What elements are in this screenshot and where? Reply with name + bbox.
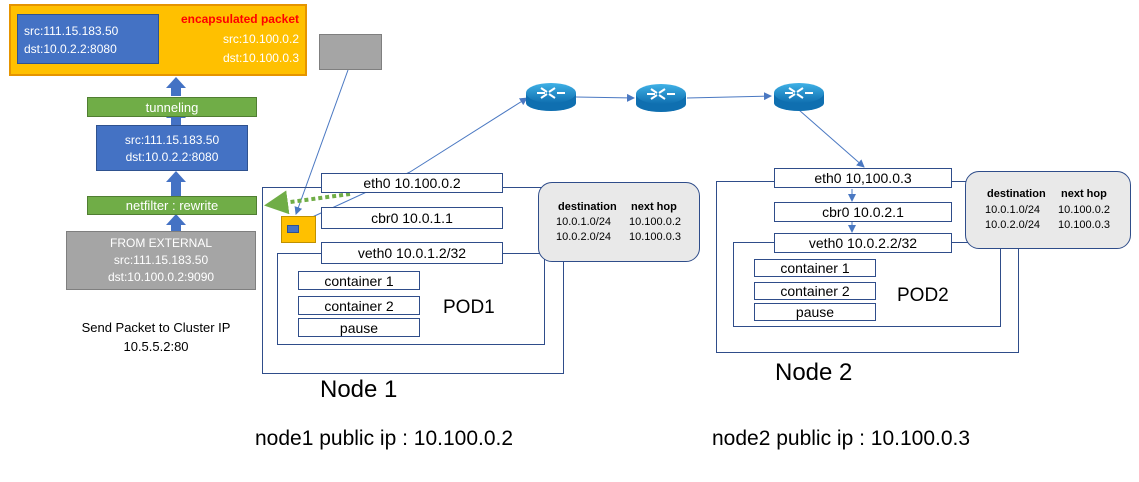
arrow-line [294, 69, 349, 215]
inner-src: src:111.15.183.50 [24, 24, 119, 38]
encapsulated-packet: src:111.15.183.50 dst:10.0.2.2:8080 enca… [9, 4, 307, 76]
external-src: src:111.15.183.50 [113, 253, 209, 267]
route-header-destination: destination [558, 201, 617, 213]
router-icon [636, 84, 686, 112]
route-cell: 10.100.0.2 [629, 216, 681, 228]
node1-pause-label: pause [339, 319, 379, 336]
node2-eth0: eth0 10,100.0.3 [774, 168, 952, 188]
node2-veth0-label: veth0 10.0.2.2/32 [808, 235, 918, 251]
node2-container2: container 2 [754, 282, 876, 300]
netfilter-label: netfilter : rewrite [125, 198, 219, 213]
node2-eth0-label: eth0 10,100.0.3 [814, 170, 912, 186]
node1-route-table: destination next hop 10.0.1.0/24 10.100.… [538, 182, 700, 262]
router-icon [774, 83, 824, 111]
tunneling-label: tunneling [145, 99, 199, 115]
send-packet-line1: Send Packet to Cluster IP [81, 320, 231, 335]
inner-packet: src:111.15.183.50 dst:10.0.2.2:8080 [17, 14, 159, 64]
node2-pause-label: pause [795, 304, 835, 320]
packet-marker [281, 216, 316, 243]
pod1-label: POD1 [443, 297, 495, 318]
arrow-line [798, 109, 865, 168]
route-header-destination: destination [987, 188, 1046, 200]
route-cell: 10.100.0.2 [1058, 204, 1110, 216]
node2-container1: container 1 [754, 259, 876, 277]
route-cell: 10.0.1.0/24 [985, 204, 1041, 216]
node1-veth0: veth0 10.0.1.2/32 [321, 242, 503, 264]
packet-box: src:111.15.183.50 dst:10.0.2.2:8080 [96, 125, 248, 171]
node1-container1: container 1 [298, 271, 420, 290]
route-cell: 10.0.1.0/24 [556, 216, 612, 228]
packet-src: src:111.15.183.50 [124, 133, 220, 147]
route-cell: 10.0.2.0/24 [556, 231, 612, 243]
node1-eth0: eth0 10.100.0.2 [321, 173, 503, 193]
node1-eth0-label: eth0 10.100.0.2 [363, 175, 461, 191]
node1-pause: pause [298, 318, 420, 337]
external-packet: FROM EXTERNAL src:111.15.183.50 dst:10.1… [66, 231, 256, 290]
node1-cbr0: cbr0 10.0.1.1 [321, 207, 503, 229]
packet-dst: dst:10.0.2.2:8080 [125, 150, 219, 164]
node2-cbr0-label: cbr0 10.0.2.1 [822, 204, 904, 220]
node1-name: Node 1 [320, 376, 398, 403]
encap-title: encapsulated packet [180, 12, 299, 26]
outer-dst: dst:10.100.0.3 [222, 51, 299, 65]
route-header-nexthop: next hop [631, 201, 677, 213]
node2-cbr0: cbr0 10.0.2.1 [774, 202, 952, 222]
node2-name: Node 2 [775, 359, 853, 386]
external-dst: dst:10.100.0.2:9090 [107, 270, 215, 284]
arrow-line [575, 93, 635, 102]
node2-container2-label: container 2 [780, 283, 850, 299]
node2-pause: pause [754, 303, 876, 321]
send-packet-caption: Send Packet to Cluster IP 10.5.5.2:80 [56, 320, 256, 354]
send-packet-line2: 10.5.5.2:80 [123, 339, 189, 354]
up-arrow-icon [166, 171, 186, 196]
node2-public-ip: node2 public ip : 10.100.0.3 [712, 427, 971, 450]
tunneling-box: tunneling [87, 97, 257, 117]
node1-container2: container 2 [298, 296, 420, 315]
route-cell: 10.100.0.3 [629, 231, 681, 243]
node1-veth0-label: veth0 10.0.1.2/32 [357, 245, 467, 261]
node1-public-ip: node1 public ip : 10.100.0.2 [255, 427, 514, 450]
node1-container2-label: container 2 [324, 297, 394, 314]
pod2-label: POD2 [897, 285, 949, 306]
arrow-line [686, 92, 772, 101]
node1-cbr0-label: cbr0 10.0.1.1 [371, 210, 453, 226]
node2-veth0: veth0 10.0.2.2/32 [774, 233, 952, 253]
up-arrow-icon [166, 77, 186, 96]
up-arrow-icon [166, 214, 186, 232]
route-header-nexthop: next hop [1061, 188, 1107, 200]
route-cell: 10.100.0.3 [1058, 219, 1110, 231]
gray-box [319, 34, 382, 70]
arrow-line [409, 97, 528, 173]
node2-route-table: destination next hop 10.0.1.0/24 10.100.… [965, 171, 1131, 249]
inner-dst: dst:10.0.2.2:8080 [24, 42, 117, 56]
netfilter-box: netfilter : rewrite [87, 196, 257, 215]
node1-container1-label: container 1 [324, 272, 394, 289]
external-title: FROM EXTERNAL [109, 236, 212, 250]
outer-src: src:10.100.0.2 [222, 32, 299, 46]
node2-container1-label: container 1 [780, 260, 850, 276]
router-icon [526, 83, 576, 111]
route-cell: 10.0.2.0/24 [985, 219, 1041, 231]
